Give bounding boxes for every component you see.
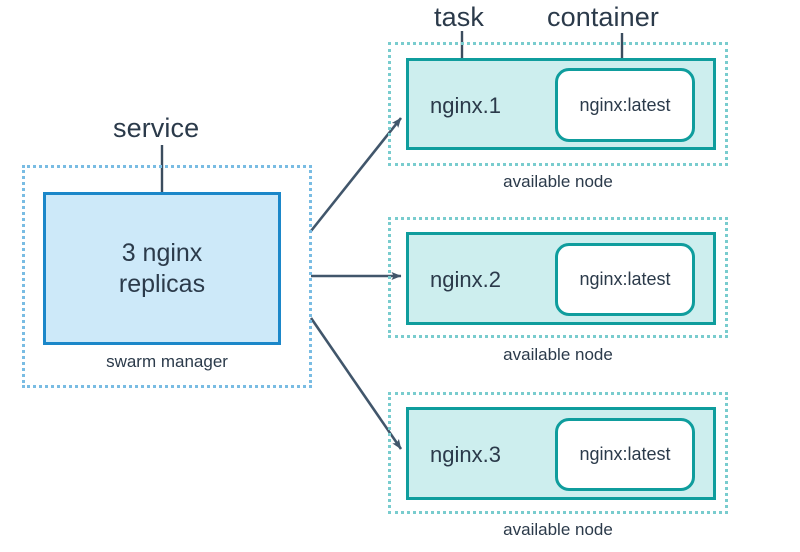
container-box-2[interactable]: nginx:latest <box>555 243 695 316</box>
available-node-caption-3: available node <box>503 520 613 539</box>
available-node-boundary-1 <box>388 42 728 166</box>
available-node-caption-1: available node <box>503 172 613 191</box>
container-label-1: nginx:latest <box>579 94 671 115</box>
available-node-boundary-3 <box>388 392 728 514</box>
annotation-label-container: container <box>547 2 659 32</box>
annotation-label-service: service <box>113 113 200 143</box>
container-label-3: nginx:latest <box>579 444 671 464</box>
service-box-label: 3 nginx replicas <box>118 238 206 298</box>
task-label-1: nginx.1 <box>430 93 501 118</box>
available-node-caption-2: available node <box>503 345 613 364</box>
annotation-label-task: task <box>434 2 484 32</box>
container-box-3[interactable]: nginx:latest <box>555 418 695 491</box>
service-box[interactable]: 3 nginx replicas <box>43 192 281 345</box>
container-label-2: nginx:latest <box>579 269 671 289</box>
task-label-2: nginx.2 <box>430 267 501 292</box>
available-node-boundary-2 <box>388 217 728 338</box>
swarm-manager-boundary <box>22 165 312 388</box>
swarm-manager-caption: swarm manager <box>106 352 228 371</box>
container-box-1[interactable]: nginx:latest <box>555 68 695 142</box>
task-label-3: nginx.3 <box>430 442 501 467</box>
